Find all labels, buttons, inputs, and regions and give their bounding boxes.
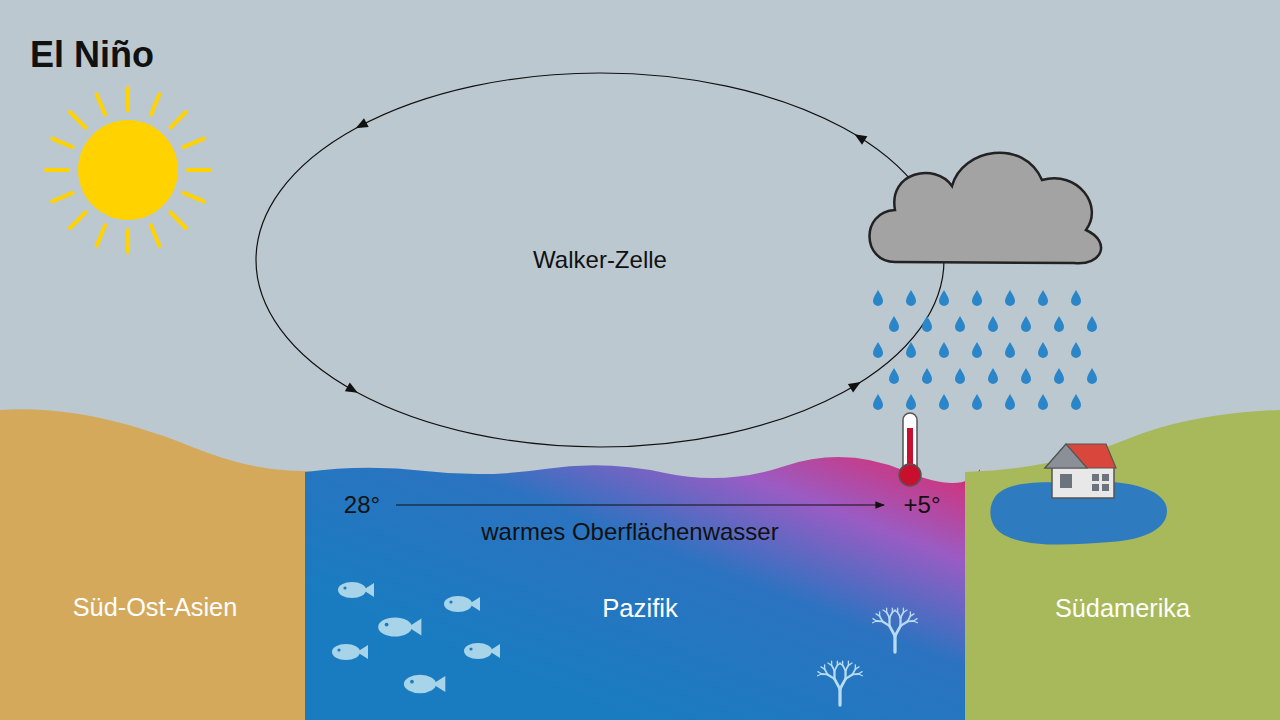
land-region: Südamerika [965,400,1280,720]
warm-water-arrow [396,504,884,505]
cell-label: Walker-Zelle [533,246,667,274]
coral [818,608,918,705]
ocean-region: Pazifik [300,460,980,720]
temperature-value: 28° [344,491,380,519]
region-label: Pazifik [310,594,970,623]
region-shape [300,460,980,720]
sun [46,88,210,252]
raindrops [873,290,1097,410]
region-shape [0,405,310,720]
current-label: warmes Oberflächenwasser [481,518,778,546]
flooded-house [990,444,1167,545]
cycle-arrowheads [345,118,867,397]
fish [332,582,500,693]
region-label: Süd-Ost-Asien [3,593,308,622]
land-region: Süd-Ost-Asien [0,405,310,720]
cloud [869,153,1101,264]
region-label: Südamerika [963,594,1280,623]
temperature-anomaly: +5° [904,491,941,519]
walker-cell: Walker-Zelle [255,72,945,448]
region-shape [965,400,1280,720]
title: El Niño [30,34,154,76]
thermometer [899,413,921,486]
